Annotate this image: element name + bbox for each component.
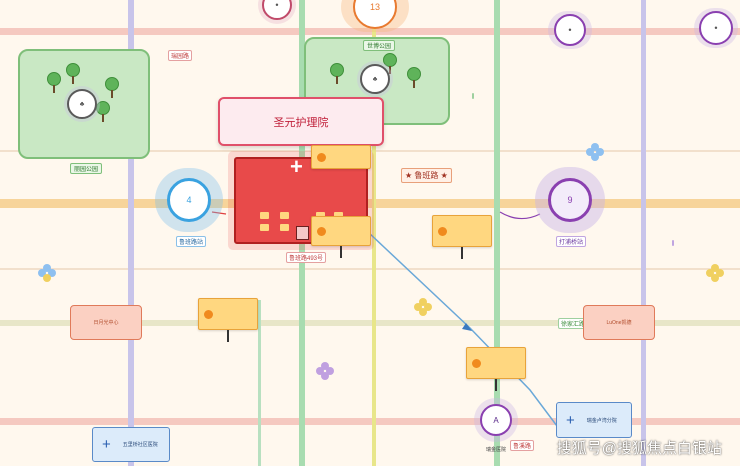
station-a[interactable]: A bbox=[474, 398, 518, 442]
clinic-left[interactable]: + 五里桥社区医院 bbox=[92, 427, 170, 462]
callout-4[interactable] bbox=[198, 298, 258, 330]
window-icon bbox=[334, 212, 343, 219]
station-dapuqiao[interactable]: 9 bbox=[535, 167, 605, 233]
road-vertical-5 bbox=[641, 0, 646, 466]
pin-dot-icon bbox=[472, 358, 481, 368]
station-dapuqiao-label: 打浦桥站 bbox=[556, 236, 587, 247]
flower-icon bbox=[586, 143, 604, 161]
road-minor-b bbox=[0, 268, 740, 270]
route-arrow bbox=[462, 323, 472, 331]
flower-icon bbox=[414, 298, 432, 316]
callout-3[interactable] bbox=[432, 215, 492, 247]
tree-icon bbox=[407, 67, 421, 89]
park-left-pin[interactable]: ♣ bbox=[64, 86, 100, 122]
hospital-building[interactable] bbox=[234, 157, 368, 244]
road-label-bottom-right: 鲁溪路 bbox=[510, 440, 535, 451]
tree-icon bbox=[47, 72, 61, 94]
plus-icon: + bbox=[290, 154, 303, 179]
window-icon bbox=[260, 212, 269, 219]
plus-icon: + bbox=[566, 411, 575, 429]
callout-1[interactable] bbox=[311, 145, 371, 169]
station-a-letter: A bbox=[480, 404, 512, 436]
flower-icon bbox=[316, 362, 334, 380]
road-vertical-4 bbox=[494, 0, 500, 466]
window-icon bbox=[280, 212, 289, 219]
station-top-right[interactable]: • bbox=[548, 11, 592, 49]
road-vertical-3 bbox=[372, 0, 376, 466]
plus-icon: + bbox=[102, 436, 111, 453]
station-dapuqiao-number: 9 bbox=[548, 178, 592, 222]
route-arrow-purple bbox=[499, 211, 541, 220]
road-label-luban: ★ 鲁班路 ★ bbox=[401, 168, 452, 183]
road-horizontal-bottom bbox=[0, 418, 740, 425]
tree-icon bbox=[383, 53, 397, 75]
window-icon bbox=[260, 224, 269, 231]
window-icon bbox=[280, 224, 289, 231]
station-luban-number: 4 bbox=[167, 178, 211, 222]
tree-icon bbox=[105, 77, 119, 99]
pin-dot-icon bbox=[204, 309, 213, 319]
tree-icon bbox=[330, 63, 344, 85]
station-far-right[interactable]: • bbox=[694, 8, 738, 48]
tree-pin-icon: ♣ bbox=[360, 64, 390, 94]
poi-left[interactable]: 日月光中心 bbox=[70, 305, 142, 340]
station-luban-label: 鲁班路站 bbox=[176, 236, 207, 247]
route-arrow-red bbox=[211, 211, 227, 215]
window-icon bbox=[316, 212, 325, 219]
clinic-left-label: 五里桥社区医院 bbox=[122, 442, 158, 448]
road-label-top-red: 瑞园路 bbox=[168, 50, 193, 61]
park-top-pin[interactable]: ♣ bbox=[357, 61, 393, 97]
road-vertical-1 bbox=[128, 0, 134, 466]
park-left-label: 丽园公园 bbox=[70, 163, 103, 174]
road-label-vertical-green bbox=[472, 93, 474, 99]
clinic-right-label: 瑞金卢湾分院 bbox=[586, 417, 617, 424]
flower-icon bbox=[706, 264, 724, 282]
watermark: 搜狐号@搜狐焦点白银站 bbox=[556, 440, 722, 457]
hospital-name[interactable]: 圣元护理院 bbox=[218, 97, 384, 146]
poi-right[interactable]: LuOne凯德 bbox=[583, 305, 655, 340]
clinic-right[interactable]: + 瑞金卢湾分院 bbox=[556, 402, 632, 438]
road-label-vertical-purple bbox=[672, 240, 674, 246]
road-horizontal-mid bbox=[0, 199, 740, 208]
station-luban-road[interactable]: 4 bbox=[155, 168, 223, 232]
tree-icon bbox=[66, 63, 80, 85]
station-top[interactable]: 13 bbox=[341, 0, 409, 32]
door-icon bbox=[296, 226, 309, 240]
pin-dot-icon bbox=[317, 152, 326, 162]
tree-pin-icon: ♣ bbox=[67, 89, 97, 119]
callout-5[interactable] bbox=[466, 347, 526, 379]
park-top-label: 世博公园 bbox=[363, 40, 396, 51]
callout-2[interactable] bbox=[311, 216, 371, 246]
pin-dot-icon bbox=[317, 226, 326, 236]
road-vertical-6 bbox=[258, 300, 261, 466]
road-horizontal-top bbox=[0, 28, 740, 35]
station-a-label: 瑞金医院 bbox=[486, 447, 507, 453]
hospital-address: 鲁班路493号 bbox=[286, 252, 327, 263]
tree-icon bbox=[96, 101, 110, 123]
pin-dot-icon bbox=[438, 226, 447, 236]
route-line bbox=[367, 231, 561, 431]
station-top-number: 13 bbox=[353, 0, 397, 29]
flower-icon bbox=[38, 264, 56, 282]
road-horizontal-lower bbox=[0, 320, 740, 326]
